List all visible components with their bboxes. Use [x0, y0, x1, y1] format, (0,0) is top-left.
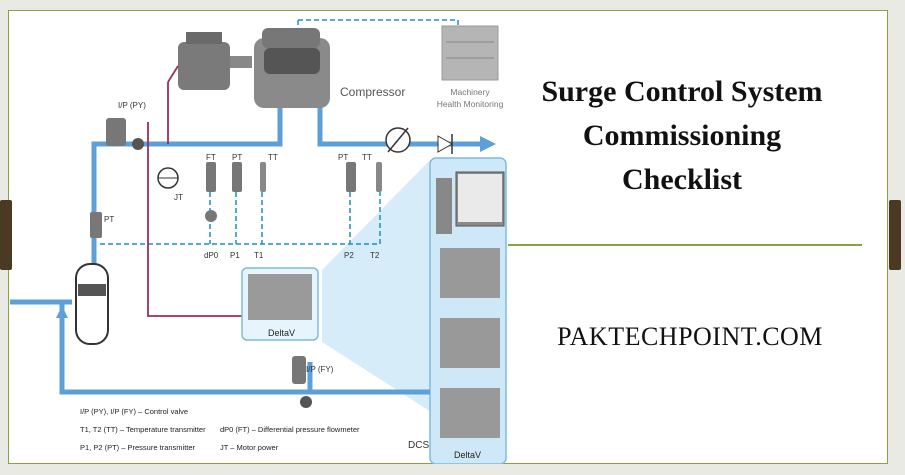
- dcs-workstation: [436, 171, 505, 234]
- left-edge-tab: [0, 200, 12, 270]
- dcs-label: DCS: [408, 440, 429, 451]
- legend-item: P1, P2 (PT) – Pressure transmitter: [80, 443, 196, 452]
- dcs-controller-rack-3: [440, 388, 500, 438]
- ft-label: FT: [206, 153, 216, 162]
- valve-fy-label: I/P (FY): [306, 365, 334, 374]
- compressor-label: Compressor: [340, 85, 405, 99]
- title-line-3: Checklist: [622, 163, 742, 196]
- p2-label: P2: [344, 251, 354, 260]
- signal-solid-lines: [147, 65, 242, 317]
- flow-arrow-up: [56, 306, 68, 318]
- title-divider: [508, 244, 862, 246]
- cooler: [385, 127, 411, 153]
- instrument-group-discharge: [346, 162, 382, 192]
- dcs-controller-rack-2: [440, 318, 500, 368]
- jt-label: JT: [174, 193, 183, 202]
- pt-discharge-label: PT: [338, 153, 348, 162]
- p1-label: P1: [230, 251, 240, 260]
- valve-py-label: I/P (PY): [118, 101, 146, 110]
- process-pipes: [10, 102, 480, 395]
- legend: I/P (PY), I/P (FY) – Control valve T1, T…: [80, 407, 360, 452]
- pt-vessel-label: PT: [104, 215, 114, 224]
- mhm-label-line2: Health Monitoring: [437, 99, 504, 109]
- website-label: PAKTECHPOINT.COM: [557, 322, 823, 351]
- surge-control-diagram: Compressor Machinery Health Monitoring I…: [10, 19, 507, 464]
- t1-label: T1: [254, 251, 264, 260]
- pt-suction-label: PT: [232, 153, 242, 162]
- valve-fy: [292, 356, 312, 408]
- tt-discharge-label: TT: [362, 153, 372, 162]
- mhm-label-line1: Machinery: [450, 87, 490, 97]
- deltav-controller: [241, 267, 319, 341]
- instrument-group-suction: [205, 162, 266, 222]
- slide-title: Surge Control System Commissioning Check…: [512, 70, 852, 202]
- t2-label: T2: [370, 251, 380, 260]
- dcs-panel: [429, 157, 507, 464]
- title-line-1: Surge Control System: [541, 75, 823, 108]
- flow-arrow-out: [480, 136, 496, 152]
- compressor: [254, 28, 330, 108]
- mhm-rack: [441, 25, 499, 81]
- legend-item: dP0 (FT) – Differential pressure flowmet…: [220, 425, 360, 434]
- valve-py: [106, 118, 144, 150]
- title-line-2: Commissioning: [582, 119, 782, 152]
- separator-vessel: [75, 263, 109, 345]
- jt-instrument: [157, 167, 179, 189]
- dcs-controller-rack-1: [440, 248, 500, 298]
- check-valve: [437, 134, 454, 154]
- legend-item: T1, T2 (TT) – Temperature transmitter: [80, 425, 206, 434]
- tt-suction-label: TT: [268, 153, 278, 162]
- legend-item: JT – Motor power: [220, 443, 279, 452]
- deltav-label: DeltaV: [268, 328, 295, 338]
- right-edge-tab: [889, 200, 901, 270]
- motor: [178, 32, 252, 90]
- dp0-label: dP0: [204, 251, 219, 260]
- legend-item: I/P (PY), I/P (FY) – Control valve: [80, 407, 188, 416]
- dcs-deltav-label: DeltaV: [454, 450, 481, 460]
- pt-vessel-instrument: [90, 212, 102, 238]
